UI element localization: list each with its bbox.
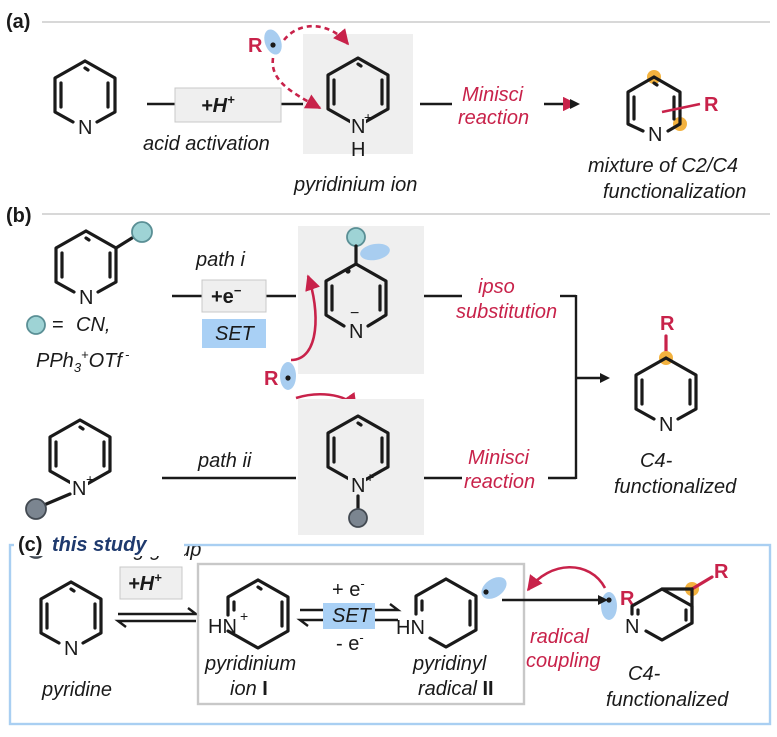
radical-label-2: radical II — [418, 678, 494, 700]
legend-pph3: PPh3+OTf- — [36, 347, 130, 375]
set-label: SET — [215, 323, 256, 345]
blocked-pyridinium-structure: N + — [25, 418, 112, 520]
radical-anion-structure: N − — [324, 227, 390, 343]
panel-c-title: this study — [52, 534, 147, 556]
n-atom-label: N — [349, 321, 363, 343]
acid-reagent-box — [174, 87, 282, 123]
product-mixture-structure: N R — [626, 70, 719, 146]
coupling-label-2: coupling — [526, 650, 601, 672]
plus-electron: + e- — [332, 576, 365, 601]
coupling-label-1: radical — [530, 626, 589, 648]
ipso-label-2: substitution — [456, 301, 557, 323]
panel-a: (a) N +H+ acid activation N + H R — [6, 11, 770, 203]
radical-r: R — [620, 588, 635, 610]
teal-substituent-icon — [131, 221, 153, 243]
hn-label: HN — [396, 617, 425, 639]
result-label-1: mixture of C2/C4 — [588, 155, 738, 177]
ion-label-2: ion I — [230, 678, 268, 700]
radical-label-1: pyridinyl — [412, 653, 487, 675]
nh-atom-label: N — [351, 116, 365, 138]
minus-electron: - e- — [336, 630, 364, 655]
panel-b-label: (b) — [6, 205, 32, 227]
substituted-pyridine-structure: N — [54, 221, 153, 309]
acid-reagent-c: +H+ — [128, 570, 162, 595]
product-r: R — [660, 313, 675, 335]
c4-product-structure: R N — [634, 313, 698, 436]
set-label-c: SET — [332, 605, 373, 627]
radical-orbital-icon — [264, 29, 282, 55]
hn-label: HN — [208, 616, 237, 638]
pyridinium-ion-structure: N + H — [326, 56, 390, 161]
acid-reagent: +H+ — [201, 92, 235, 117]
teal-legend-icon — [26, 315, 46, 335]
ion-label-1: pyridinium — [204, 653, 296, 675]
minisci-label-2: reaction — [464, 471, 535, 493]
gray-blocking-icon — [348, 508, 368, 528]
path-i-label: path i — [195, 249, 245, 271]
plus-charge: + — [240, 608, 248, 624]
legend-equals: = — [52, 314, 64, 336]
n-atom-label: N — [64, 638, 78, 660]
minisci-label-1: Minisci — [468, 447, 530, 469]
n-atom-label: N — [659, 414, 673, 436]
product-r: R — [714, 561, 729, 583]
radical-r: R — [248, 35, 263, 57]
pyridinium-ion-structure-c: HN + — [208, 578, 290, 650]
pyridine-label: pyridine — [41, 679, 112, 701]
n-atom-label: N — [72, 478, 86, 500]
pyridinium-label: pyridinium ion — [293, 174, 417, 196]
set-badge-c — [323, 603, 375, 629]
pyridine-structure-c: N — [39, 580, 103, 660]
pyridine-structure: N — [53, 59, 117, 139]
pyridinyl-radical-structure: HN — [396, 577, 507, 649]
n-atom-label: N — [351, 475, 365, 497]
minisci-label-2: reaction — [458, 107, 529, 129]
n-atom-label: N — [625, 616, 639, 638]
minus-charge: − — [350, 305, 359, 322]
ipso-label-1: ipso — [478, 276, 515, 298]
h-atom-label: H — [351, 139, 365, 161]
n-atom-label: N — [78, 117, 92, 139]
panel-b: (b) N = CN, PPh3+OTf- path i +e− SET — [6, 205, 770, 561]
product-label-2: functionalized — [606, 689, 729, 711]
acid-reagent-box-c — [119, 566, 183, 600]
electron-reagent: +e− — [211, 283, 242, 308]
path-ii-label: path ii — [197, 450, 252, 472]
radical-r: R — [264, 368, 279, 390]
orbital-lobe-icon — [481, 577, 507, 599]
product-label-2: functionalized — [614, 476, 737, 498]
legend-cn: CN, — [76, 314, 110, 336]
teal-substituent-icon-2 — [346, 227, 366, 247]
acid-activation-label: acid activation — [143, 133, 270, 155]
product-label-1: C4- — [640, 450, 673, 472]
radical-anion-box — [298, 226, 424, 374]
minisci-label-1: Minisci — [462, 84, 524, 106]
n-atom-label: N — [79, 287, 93, 309]
inner-frame — [196, 562, 526, 706]
panel-c: (c) this study N pyridine +H+ HN + pyrid… — [8, 532, 772, 726]
product-r: R — [704, 94, 719, 116]
plus-charge: + — [366, 469, 374, 485]
panel-a-label: (a) — [6, 11, 30, 33]
result-label-2: functionalization — [603, 181, 746, 203]
gray-blocking-icon — [25, 498, 47, 520]
blocked-radical-structure: N + — [326, 414, 390, 528]
panel-c-frame — [8, 543, 772, 726]
n-atom-label-product: N — [648, 124, 662, 146]
electron-reagent-box — [201, 279, 267, 313]
panel-c-label: (c) — [18, 534, 42, 556]
plus-charge: + — [86, 471, 94, 487]
product-label-1: C4- — [628, 663, 661, 685]
radical-orbital-icon — [601, 592, 617, 620]
plus-charge: + — [364, 109, 372, 125]
orbital-lobe-icon — [360, 243, 390, 261]
set-badge — [202, 319, 266, 348]
c4-product-structure-c: R N — [625, 561, 729, 642]
